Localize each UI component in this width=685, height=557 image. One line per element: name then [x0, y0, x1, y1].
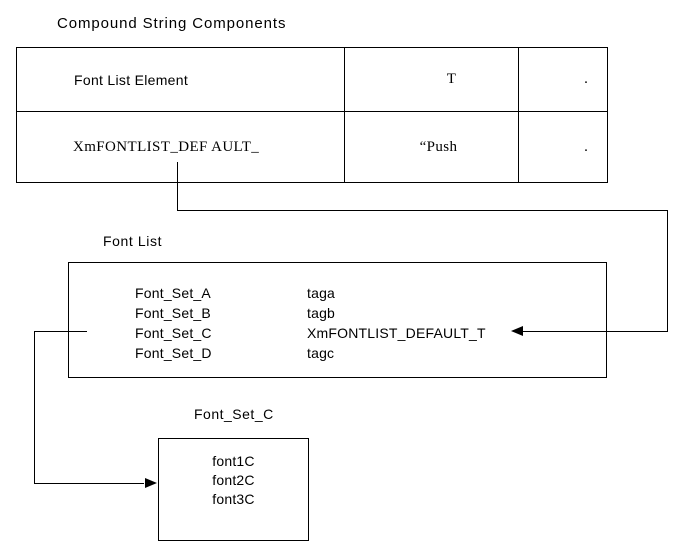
font-set-name: Font_Set_B — [135, 305, 211, 321]
connector-to-default-tag-line — [523, 331, 668, 332]
font-set-name: Font_Set_C — [135, 325, 212, 341]
cell-xmfontlist-default: XmFONTLIST_DEF AULT_ — [17, 112, 345, 182]
font-set-tag: XmFONTLIST_DEFAULT_T — [307, 325, 486, 341]
font-set-row: Font_Set_B tagb — [135, 303, 486, 323]
font-set-row: Font_Set_C XmFONTLIST_DEFAULT_T — [135, 323, 486, 343]
cell-separator-dot-row1: . — [519, 48, 607, 112]
arrowhead-right-icon — [145, 478, 157, 488]
font-name: font1C — [212, 453, 255, 469]
font-set-c-box: font1C font2C font3C — [158, 438, 309, 541]
font-set-row: Font_Set_D tagc — [135, 343, 486, 363]
cell-separator-dot-row2: . — [584, 138, 588, 155]
connector-left-drop-line — [34, 331, 35, 484]
font-set-row: Font_Set_A taga — [135, 283, 486, 303]
connector-across-line — [177, 210, 668, 211]
font-name: font2C — [212, 472, 255, 488]
font-set-name: Font_Set_D — [135, 345, 212, 361]
connector-to-fontsetc-box-line — [34, 483, 144, 484]
font-list-entries: Font_Set_A taga Font_Set_B tagb Font_Set_C… — [135, 283, 486, 363]
font-set-c-label: Font_Set_C — [194, 406, 274, 422]
arrowhead-left-icon — [511, 326, 523, 336]
font-set-tag: tagc — [307, 345, 335, 361]
font-name: font3C — [212, 491, 255, 507]
font-set-name: Font_Set_A — [135, 285, 211, 301]
font-set-tag: taga — [307, 285, 336, 301]
connector-cell-drop-line — [177, 162, 178, 211]
font-set-tag: tagb — [307, 305, 336, 321]
cell-tag-t: T — [345, 48, 519, 112]
diagram-title: Compound String Components — [57, 15, 287, 32]
cell-font-list-element: Font List Element — [17, 48, 345, 112]
compound-string-table: Font List Element T . XmFONTLIST_DEF AUL… — [16, 47, 608, 183]
font-list-box: Font_Set_A taga Font_Set_B tagb Font_Set_C… — [68, 262, 607, 378]
cell-push-text: “Push — [345, 112, 519, 182]
connector-fontsetc-stub-line — [34, 331, 87, 332]
connector-right-drop-line — [667, 210, 668, 332]
font-list-label: Font List — [103, 233, 163, 249]
